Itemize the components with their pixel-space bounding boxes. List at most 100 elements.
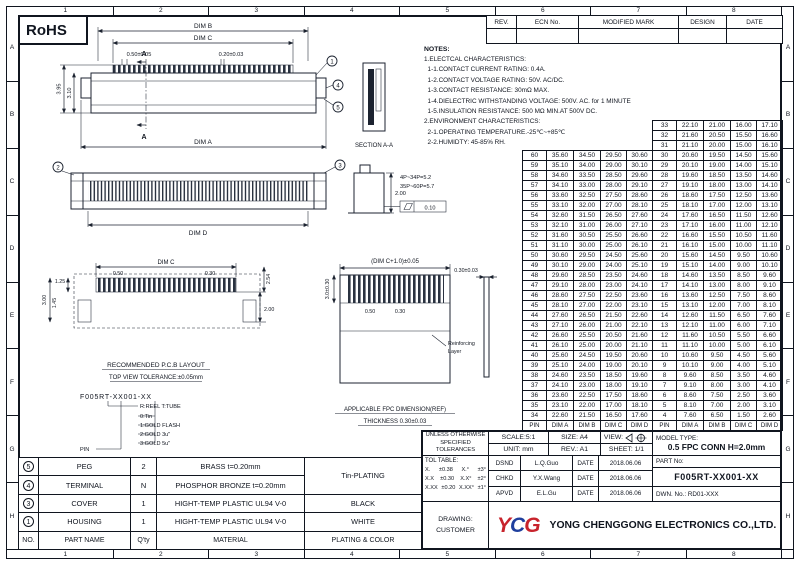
- zone-number: 5: [400, 6, 496, 15]
- part-number-badge: 4: [23, 479, 34, 491]
- fpc-thickness-note: THICKNESS 0.30±0.03: [364, 419, 427, 425]
- note-line: 1-3.CONTACT RESISTANCE: 30mΩ MAX.: [424, 87, 550, 95]
- parts-table: 5 PEG 2 BRASS t=0.20mm Tin-PLATING 4 TER…: [18, 456, 422, 551]
- rohs-mark: RoHS: [18, 15, 88, 45]
- outer-frame: [6, 6, 794, 559]
- reinforcing-layer-label-2: Layer: [448, 349, 461, 355]
- fpc-thickness-label: 0.30±0.03: [454, 268, 478, 274]
- zone-number: 7: [591, 6, 687, 15]
- zone-letter: E: [6, 283, 18, 350]
- parts-header-row: NO. PART NAME Q'ty MATERIAL PLATING & CO…: [18, 530, 422, 551]
- part-row-housing: 1 HOUSING 1 HIGHT-TEMP PLASTIC UL94 V-0 …: [18, 512, 422, 532]
- part-row-peg: 5 PEG 2 BRASS t=0.20mm Tin-PLATING: [18, 456, 422, 495]
- note-line: 1.ELECTCAL CHARACTERISTICS:: [424, 56, 527, 63]
- zone-letter: G: [6, 416, 18, 484]
- height-200-label: 2.00: [395, 191, 406, 197]
- pcb-200-label: 2.00: [264, 307, 274, 313]
- fpc-dimension-drawing: (DIM C+1.0)±0.05 0.50 0.30 3.0±0.30 0.30…: [325, 259, 497, 426]
- zone-letter: H: [6, 483, 18, 550]
- zone-number: 1: [18, 550, 114, 559]
- company-logo: YCG: [497, 513, 541, 537]
- drawing-label: DRAWING:: [438, 516, 473, 523]
- pcb-layout-drawing: DIM C 0.50 0.30 1.25 1.45 3.00 2.54 2.00…: [42, 260, 274, 382]
- dim-header-cell: DIM A: [676, 420, 704, 431]
- part-row-cover: 3 COVER 1 HIGHT-TEMP PLASTIC UL94 V-0 BL…: [18, 493, 422, 514]
- zone-number: 6: [496, 6, 591, 15]
- company-name: YONG CHENGGONG ELECTRONICS CO.,LTD.: [549, 519, 777, 531]
- order-code: F005RT-XX001-XX: [80, 394, 152, 401]
- pitch-note-2: 35P~60P=5.7: [400, 184, 434, 190]
- revision-header-cell: ECN No.: [516, 15, 579, 29]
- reinforcing-layer-label-1: Reinforcing: [448, 341, 475, 347]
- unit-label: UNIT: mm: [489, 444, 549, 456]
- revision-header-cell: DATE: [726, 15, 783, 29]
- section-mark-top: A: [141, 51, 146, 58]
- order-opt2: 2:GOLD 3u": [140, 432, 170, 438]
- zone-letter: A: [782, 15, 794, 82]
- zone-number: 8: [687, 550, 782, 559]
- zone-number: 4: [305, 550, 400, 559]
- zone-letter: H: [782, 483, 794, 550]
- order-reel-note: R:REEL T:TUBE: [140, 404, 181, 410]
- scale-label: SCALE:5:1: [489, 432, 549, 444]
- dim-header-cell: DIM A: [546, 420, 574, 431]
- zone-number: 3: [209, 6, 305, 15]
- flatness-value: 0.10: [425, 206, 436, 212]
- dim-d-label: DIM D: [189, 230, 208, 237]
- zone-letter: B: [782, 82, 794, 149]
- signature-rows: DSND L.Q.Guo DATE 2018.06.06 CHKD Y.X.Wa…: [489, 456, 653, 502]
- pcb-125-label: 1.25: [55, 279, 65, 285]
- zone-letter: B: [6, 82, 18, 149]
- pcb-254-label: 2.54: [266, 274, 272, 284]
- fpc-030-label: 0.30: [395, 309, 405, 315]
- zone-letter: C: [6, 149, 18, 216]
- callout-4: 4: [336, 83, 340, 89]
- note-line: 2-1.OPERATING TEMPERATURE.-25℃~+85℃: [424, 128, 566, 136]
- callout-1: 1: [330, 59, 334, 65]
- dim-header-cell: PIN: [522, 420, 547, 431]
- zone-number: 4: [305, 6, 400, 15]
- fpc-title: APPLICABLE FPC DIMENSION(REF): [344, 407, 446, 413]
- part-number-badge: 3: [23, 497, 34, 509]
- pcb-300-label: 3.00: [42, 295, 48, 305]
- order-opt0: 0:Tin: [140, 414, 152, 420]
- zone-number: 1: [18, 6, 114, 15]
